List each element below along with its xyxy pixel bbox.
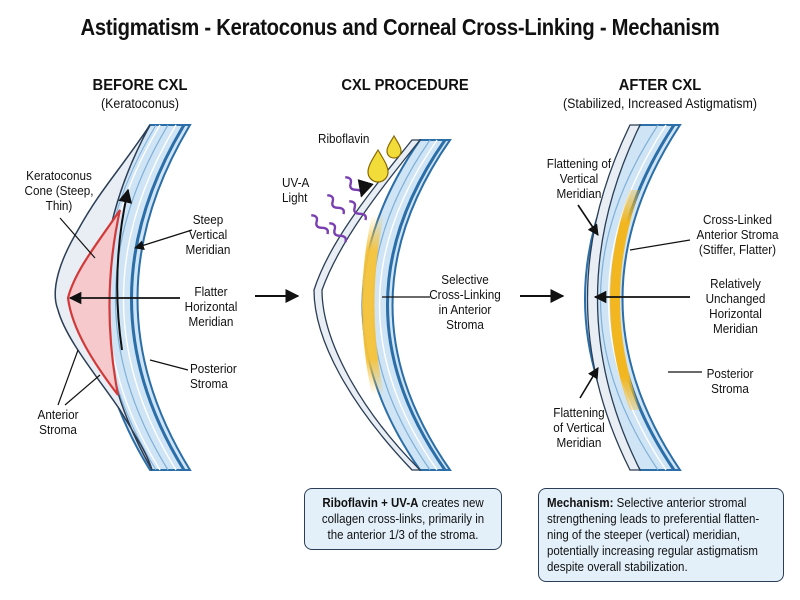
before-anterior-leader-2 (64, 374, 101, 406)
procedure-note-line1: creates new (418, 496, 484, 510)
procedure-note-bold: Riboflavin + UV-A (322, 496, 419, 510)
procedure-heading: CXL PROCEDURE (341, 77, 469, 94)
label-flatter-horizontal: Flatter Horizontal Meridian (184, 284, 238, 329)
after-heading: AFTER CXL (618, 77, 702, 94)
label-anterior-stroma: Anterior Stroma (37, 407, 79, 437)
mechanism-note-line3: ning of the steeper (vertical) meridian, (547, 528, 741, 542)
before-steep-leader (134, 229, 193, 251)
procedure-note-line2: collagen cross-links, primarily in (321, 512, 485, 526)
cone-region (66, 209, 122, 396)
after-flat-bottom-arrow (579, 367, 599, 399)
label-keratoconus-cone: Keratoconus Cone (Steep, Thin) (24, 168, 94, 213)
mechanism-note-bold: Mechanism: (547, 496, 614, 510)
mechanism-note-box: Mechanism: Selective anterior stromal st… (538, 488, 784, 582)
procedure-epithelium (313, 139, 422, 471)
after-flat-top-arrow (577, 204, 599, 236)
crosslink-band (362, 215, 384, 395)
before-cone-leader (59, 217, 96, 259)
procedure-note-line3: the anterior 1/3 of the stroma. (327, 528, 479, 542)
label-steep-vertical: Steep Vertical Meridian (185, 212, 231, 257)
uv-light-icon (311, 176, 374, 243)
label-flattening-top: Flattening of Vertical Meridian (546, 156, 612, 201)
page-title: Astigmatism - Keratoconus and Corneal Cr… (80, 14, 720, 40)
before-posterior-leader (149, 359, 189, 371)
label-uva-light: UV-A Light (282, 175, 310, 205)
label-selective-crosslinking: Selective Cross-Linking in Anterior Stro… (429, 272, 501, 332)
label-riboflavin: Riboflavin (318, 131, 370, 146)
label-unchanged-horizontal: Relatively Unchanged Horizontal Meridian (705, 276, 766, 336)
after-subheading: (Stabilized, Increased Astigmatism) (563, 96, 757, 111)
mechanism-note-text: Mechanism: Selective anterior stromal st… (547, 495, 760, 575)
mechanism-note-line5: despite overall stabilization. (547, 560, 688, 574)
mechanism-note-line1: Selective anterior stromal (613, 496, 747, 510)
steep-vertical-line (116, 188, 133, 351)
label-posterior-stroma-before: Posterior Stroma (190, 361, 237, 391)
after-crosslink-band (610, 190, 640, 410)
riboflavin-drops-icon (367, 134, 402, 183)
label-posterior-stroma-after: Posterior Stroma (706, 366, 754, 396)
after-crosslinked-leader (629, 239, 691, 251)
mechanism-note-line4: potentially increasing regular astigmati… (547, 544, 758, 558)
before-anterior-leader-1 (57, 349, 79, 406)
before-heading: BEFORE CXL (92, 77, 188, 94)
mechanism-note-line2: strengthening leads to preferential flat… (547, 512, 760, 526)
label-flattening-bottom: Flattening of Vertical Meridian (553, 405, 605, 450)
label-crosslinked-stroma: Cross-Linked Anterior Stroma (Stiffer, F… (696, 212, 779, 257)
before-subheading: (Keratoconus) (100, 96, 179, 111)
procedure-note-text: Riboflavin + UV-A creates new collagen c… (320, 495, 486, 543)
procedure-note-box: Riboflavin + UV-A creates new collagen c… (304, 488, 502, 550)
